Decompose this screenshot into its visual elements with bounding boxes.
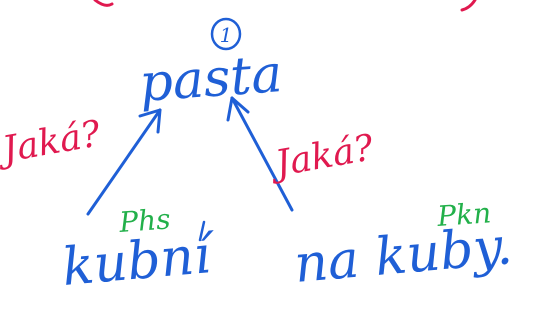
node-number-circle: [210, 17, 242, 51]
tag-right: Pkn: [435, 196, 492, 233]
question-left: Jaká?: [0, 113, 104, 172]
red-stroke-top-right: [460, 0, 477, 12]
word-left: kubní: [60, 225, 219, 298]
node-number: 1: [220, 23, 233, 47]
tag-left: Phs: [117, 202, 171, 239]
top-word: pasta: [137, 44, 284, 114]
tag-left-comma-mark: [198, 220, 206, 242]
arrow-left: [86, 108, 162, 216]
arrow-right: [226, 96, 294, 212]
word-right: na kuby.: [292, 216, 515, 295]
red-stroke-top-left: [93, 0, 114, 7]
question-right: Jaká?: [266, 127, 378, 186]
